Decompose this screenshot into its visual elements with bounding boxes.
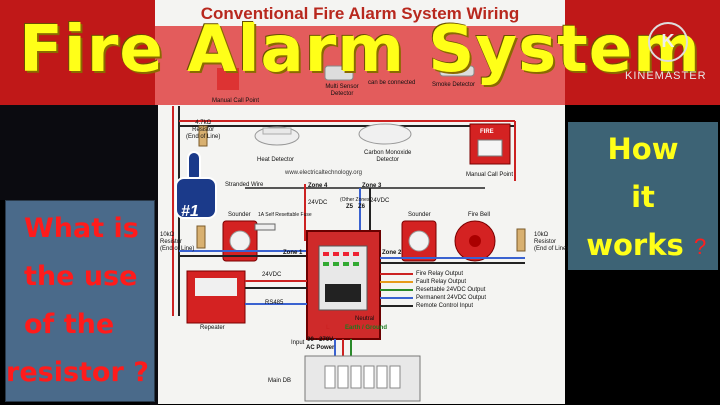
right-question-line-2: it	[631, 180, 655, 214]
label-live: L	[326, 325, 330, 331]
main-distribution-board	[304, 355, 421, 402]
label-24vdc-c: 24VDC	[262, 272, 282, 278]
label-stranded-wire: Stranded Wire	[225, 182, 264, 188]
left-question-line-4: resistor ?	[6, 357, 149, 388]
foam-finger-icon	[175, 151, 217, 219]
label-out5: Remote Control Input	[416, 303, 474, 309]
label-co-detector: Carbon Monoxide Detector	[364, 150, 412, 163]
label-sounder-right: Sounder	[408, 212, 431, 218]
label-repeater: Repeater	[200, 325, 225, 331]
diagram-title: Conventional Fire Alarm System Wiring	[200, 4, 520, 23]
label-ac-power: 90 - 270V AC Power	[306, 337, 335, 351]
label-resistor-top: 4.7kΩ Resistor (End of Line)	[186, 120, 221, 140]
label-z5: Z5	[346, 204, 354, 210]
overlay-title: Fire Alarm System	[19, 13, 701, 87]
label-out3: Resettable 24VDC Output	[416, 287, 486, 293]
smoke-detector-top	[439, 65, 475, 77]
label-24vdc-a: 24VDC	[308, 200, 328, 206]
label-can-be-connected: can be connected	[368, 80, 416, 86]
label-smoke-detector: Smoke Detector	[432, 82, 476, 88]
co-detector	[358, 123, 412, 145]
manual-call-point-top	[217, 68, 239, 90]
label-resistor-left: 10kΩ Resistor (End of Line)	[160, 232, 195, 252]
left-question-line-1: What is	[24, 213, 139, 244]
label-fuse: 1A Self Resettable Fuse	[258, 212, 312, 218]
label-neutral: Neutral	[355, 316, 375, 322]
label-sounder-left: Sounder	[228, 212, 251, 218]
label-other-zones: (Other Zones)	[340, 197, 372, 203]
left-question-line-2: the use	[24, 261, 138, 292]
resistor-10k-right	[516, 228, 526, 252]
resistor-10k-left	[196, 225, 206, 249]
right-question-mark: ?	[694, 234, 707, 259]
multi-sensor-detector	[324, 65, 354, 81]
label-zone1: Zone 1	[283, 250, 303, 256]
banner-overlay	[155, 26, 565, 105]
kinemaster-watermark: KINEMASTER	[625, 70, 707, 82]
label-manual-call-point: Manual Call Point	[466, 172, 514, 178]
question-panel-right: How it works ?	[568, 122, 718, 270]
right-question-line-3: works	[586, 228, 684, 262]
label-z6: Z6	[358, 204, 366, 210]
diagram-title-strip	[155, 0, 565, 26]
left-dark-area	[0, 105, 155, 200]
label-rs485: RS485	[265, 300, 284, 306]
label-earth: Earth / Ground	[345, 325, 387, 331]
number-one-badge: #1	[181, 203, 199, 220]
label-manual-call-point-top: Manual Call Point	[212, 98, 260, 104]
label-out4: Permanent 24VDC Output	[416, 295, 487, 301]
label-input: Input	[291, 340, 305, 346]
resistor-4.7k	[198, 125, 208, 147]
label-out1: Fire Relay Output	[416, 271, 464, 277]
label-zone4: Zone 4	[308, 183, 328, 189]
website-text: www.electricaltechnology.org	[285, 170, 362, 176]
label-out2: Fault Relay Output	[416, 279, 467, 285]
kinemaster-logo: K	[648, 22, 688, 62]
label-resistor-right: 10kΩ Resistor (End of Line)	[534, 232, 569, 252]
label-zone2: Zone 2	[382, 250, 402, 256]
question-panel-left: What is the use of the resistor ?	[5, 200, 155, 402]
label-zone3: Zone 3	[362, 183, 382, 189]
label-main-db: Main DB	[268, 378, 292, 384]
label-heat-detector: Heat Detector	[257, 157, 295, 163]
right-question-line-1: How	[607, 132, 679, 166]
label-24vdc-b: 24VDC	[370, 198, 390, 204]
label-fire-sign: FIRE	[480, 129, 494, 135]
label-multi-sensor: Multi Sensor Detector	[325, 84, 359, 97]
label-fire-bell: Fire Bell	[468, 212, 491, 218]
left-question-line-3: of the	[24, 309, 115, 340]
